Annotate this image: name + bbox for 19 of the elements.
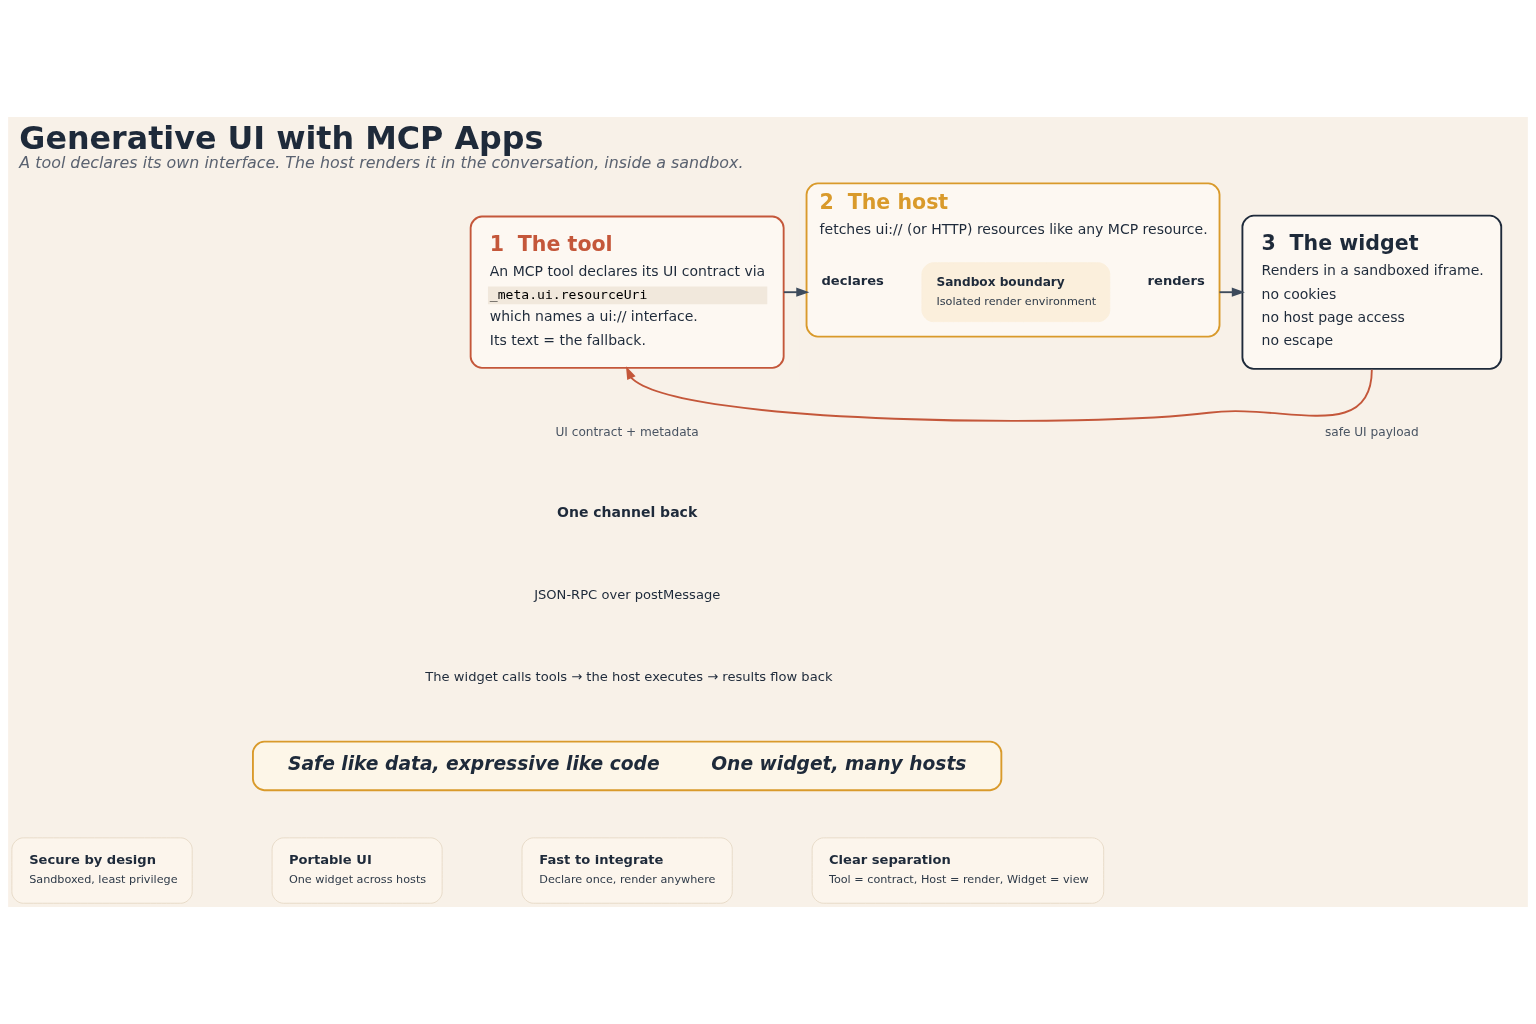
- node-box: Portable UI One widget across hosts: [271, 837, 443, 904]
- label: UI contract + metadata: [555, 425, 699, 440]
- node-box: Secure by design Sandboxed, least privilege: [11, 837, 193, 904]
- arrow: [782, 287, 810, 297]
- arrow: [625, 366, 1373, 422]
- label: The widget calls tools → the host executes → results flow back: [425, 668, 833, 684]
- node-box: 3 The widget Renders in a sandboxed iframe. no cookies no host page access no escape: [1241, 214, 1503, 370]
- node-box: Sandbox boundary Isolated render environment: [921, 262, 1111, 323]
- edge-label: declares: [821, 272, 884, 288]
- label: JSON-RPC over postMessage: [534, 587, 721, 603]
- edge-label: renders: [1147, 272, 1205, 288]
- node-box: 1 The tool An MCP tool declares its UI contract via _meta.ui.resourceUri which names a ui:// interface. Its text = the fallback.: [469, 215, 785, 369]
- diagram-title: Generative UI with MCP Apps: [19, 119, 544, 156]
- node-box: Fast to integrate Declare once, render anywhere: [521, 837, 733, 904]
- node-box: Clear separation Tool = contract, Host = render, Widget = view: [811, 837, 1105, 904]
- arrow: [1218, 287, 1245, 297]
- label: safe UI payload: [1324, 425, 1419, 440]
- node-box: Safe like data, expressive like code One widget, many hosts: [252, 740, 1003, 792]
- label: One channel back: [557, 503, 698, 520]
